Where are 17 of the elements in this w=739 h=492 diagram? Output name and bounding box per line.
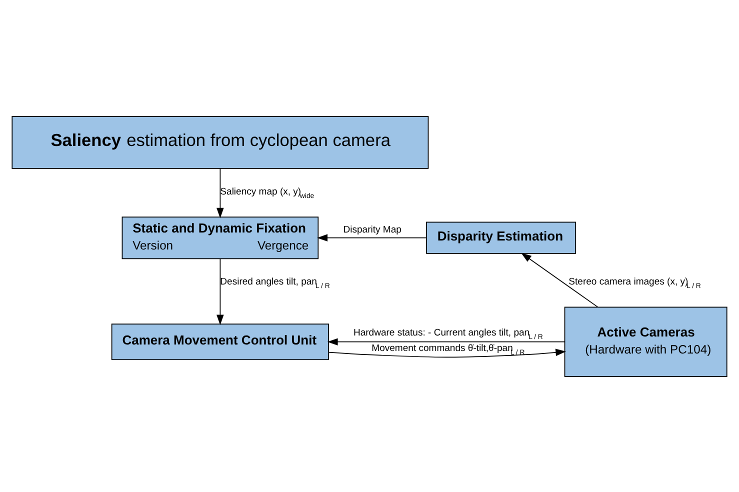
arrow	[216, 168, 224, 218]
edge-label: Stereo camera images (x, y)$_{L / R}$	[568, 276, 701, 290]
node-box: Static and Dynamic Fixation Version Vergence	[122, 216, 319, 259]
edge-label: Disparity Map	[343, 224, 402, 235]
arrow	[521, 252, 598, 307]
node-box: Saliency estimation from cyclopean camera	[12, 116, 429, 168]
edge-label: Movement commands θ̇-tilt,θ̇-pan$_{L / R}$	[372, 342, 525, 356]
arrow	[328, 348, 566, 358]
arrow	[327, 338, 566, 345]
arrow	[317, 234, 427, 241]
node-box: Disparity Estimation	[426, 221, 576, 254]
edge-label: Hardware status: - Current angles tilt, pan$_{L / R}$	[353, 327, 543, 341]
arrow	[216, 258, 224, 325]
edge-label: Desired angles tilt, pan$_{L / R}$	[220, 276, 330, 290]
node-box: Camera Movement Control Unit	[111, 323, 329, 360]
node-box: Active Cameras (Hardware with PC104)	[564, 306, 728, 376]
edge-label: Saliency map (x, y)$_{wide}$	[220, 186, 314, 200]
